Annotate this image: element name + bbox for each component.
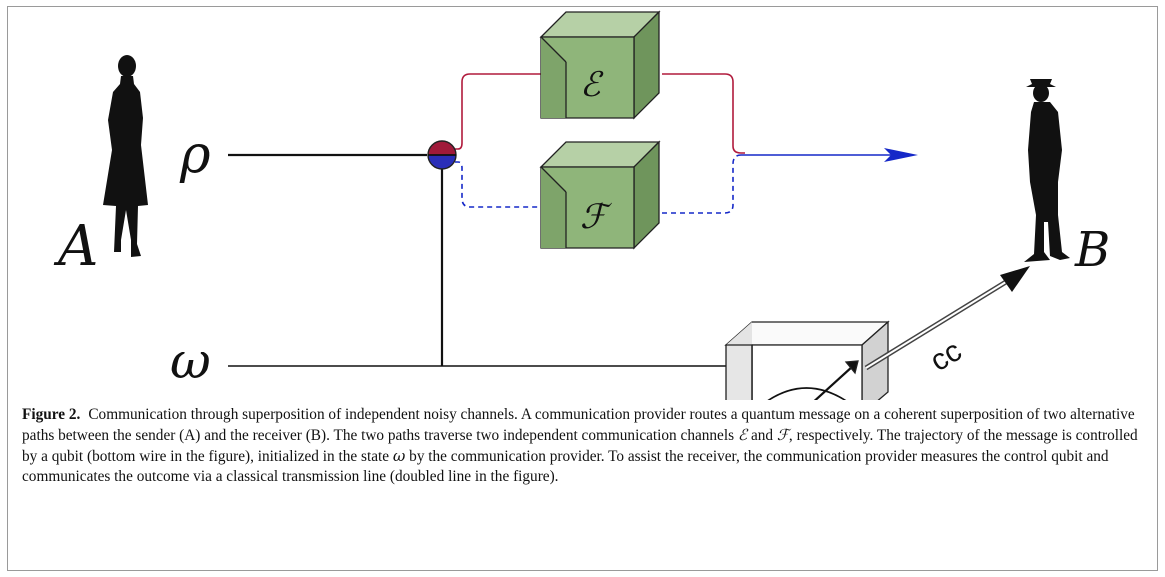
receiver-silhouette-icon	[1024, 79, 1070, 262]
caption-text-3: by the communication provider. To assist…	[22, 448, 1109, 485]
sender-silhouette-icon	[103, 55, 148, 257]
router-node	[427, 140, 457, 170]
measurement-meter-icon	[724, 320, 890, 400]
output-arrow-head	[884, 148, 918, 162]
upper-path-arrow	[455, 70, 556, 150]
caption-symbol-f: ℱ	[776, 426, 789, 444]
classical-transmission-line	[864, 266, 1030, 371]
caption-symbol-omega: ω	[392, 447, 406, 465]
control-state-label: ω	[170, 332, 211, 390]
channel-box-top	[539, 10, 661, 120]
figure-caption: Figure 2.Communication through superposi…	[22, 405, 1140, 487]
figure-label: Figure 2.	[22, 406, 81, 423]
lower-path-exit	[662, 154, 742, 214]
caption-text-2: , respectively. The trajectory of the me…	[22, 427, 1138, 465]
receiver-label: B	[1074, 222, 1110, 278]
upper-path-exit	[662, 73, 745, 154]
caption-text-1: Communication through superposition of i…	[22, 406, 1135, 444]
lower-path-arrow	[455, 161, 556, 211]
communication-diagram: A B ρ ω ℰ	[53, 10, 1110, 400]
caption-symbol-e: ℰ	[737, 426, 748, 444]
sender-label: A	[53, 214, 98, 279]
channel-box-bottom	[539, 140, 661, 250]
classical-line-label: cc	[925, 334, 968, 378]
caption-text-and: and	[747, 427, 777, 444]
channel-top-label: ℰ	[580, 65, 604, 105]
input-state-label: ρ	[179, 125, 211, 185]
